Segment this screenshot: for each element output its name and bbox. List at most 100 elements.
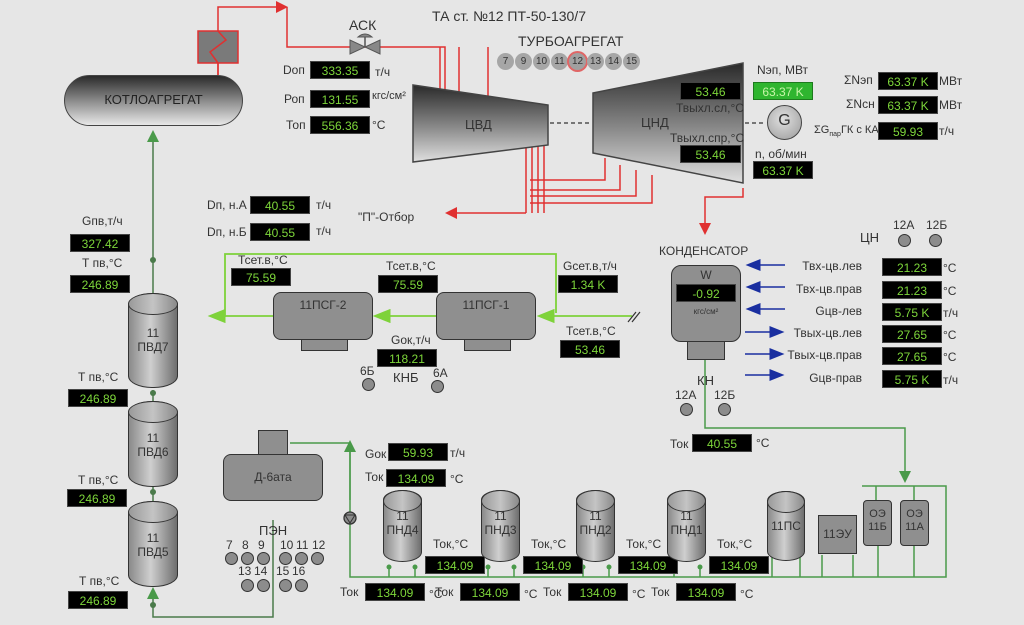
cw-unit: т/ч (943, 373, 959, 387)
speed-label: n, об/мин (755, 147, 807, 161)
network-heater-2-base (301, 339, 348, 351)
lp-heater-num: 11 (396, 509, 409, 524)
knb-flow-value: 118.21 (377, 349, 437, 367)
cn-pump-12b-icon[interactable] (929, 234, 942, 247)
lp-bottom-temp-value: 134.09 (460, 583, 520, 601)
feedwater-temp-value-7: 246.89 (70, 275, 130, 293)
feedwater-temp-label-6: Т пв,°С (78, 370, 119, 384)
lp-bottom-temp-value: 134.09 (676, 583, 736, 601)
eu-label: 11ЭУ (823, 527, 852, 541)
condenser-w-label: W (700, 268, 712, 282)
lp-heater-out-temp-value: 134.09 (425, 556, 485, 574)
knb-flow-label: Gок,т/ч (391, 333, 431, 347)
generator-symbol: G (778, 112, 791, 129)
sum-g-suffix: ГК с КА (840, 124, 879, 136)
steam-pressure-label: Роп (284, 92, 305, 106)
hp-cylinder-label: ЦВД (465, 117, 492, 132)
lp-bottom-temp-unit: °С (740, 587, 754, 601)
net-flow-value: 1.34 K (558, 275, 618, 293)
cw-unit: °С (943, 284, 957, 298)
cn-pump-12a-icon[interactable] (898, 234, 911, 247)
pump-6b-icon[interactable] (362, 378, 375, 391)
pen-pump-16-icon[interactable] (295, 579, 308, 592)
lp-bottom-temp-label: Ток (435, 585, 454, 599)
lp-flow-label: Gок (365, 447, 387, 461)
exhaust-temp-left-value: 53.46 (680, 82, 741, 100)
net-temp-out-label: Тсет.в,°С (238, 253, 288, 267)
pen-pump-15-icon[interactable] (279, 579, 292, 592)
knb-label: КНБ (393, 370, 419, 385)
sum-g-main: ΣG (814, 124, 830, 136)
steam-flow-unit: т/ч (375, 65, 391, 79)
main-steam-line (217, 1, 744, 235)
condenser-vacuum-value: -0.92 (676, 284, 736, 302)
cw-label: Твх-цв.лев (802, 259, 862, 273)
feedwater-temp-value-6: 246.89 (68, 389, 128, 407)
condensate-temp-label: Ток (670, 437, 689, 451)
exhaust-temp-right-value: 53.46 (680, 145, 741, 163)
pen-pump-14-icon[interactable] (257, 579, 270, 592)
unit-button-9[interactable]: 9 (515, 53, 532, 70)
unit-button-12[interactable]: 12 (569, 53, 586, 70)
net-flow-label: Gсет.в,т/ч (563, 259, 617, 273)
steam-temp-value: 556.36 (310, 116, 370, 134)
sum-nsn-label: ΣNсн (846, 97, 875, 111)
boiler[interactable]: КОТЛОАГРЕГАТ (64, 75, 243, 126)
unit-button-7[interactable]: 7 (497, 53, 514, 70)
deaerator[interactable]: Д-6ата (223, 454, 323, 501)
unit-button-14[interactable]: 14 (605, 53, 622, 70)
unit-button-11[interactable]: 11 (551, 53, 568, 70)
unit-button-15[interactable]: 15 (623, 53, 640, 70)
net-temp-mid-value: 75.59 (378, 275, 438, 293)
superheater (197, 30, 239, 64)
hp-heater-name: ПВД5 (137, 544, 169, 559)
condensate-temp-unit: °С (756, 436, 770, 450)
network-heater-1[interactable]: 11ПСГ-1 (436, 292, 536, 340)
pen-pump-12-icon[interactable] (311, 552, 324, 565)
pen-pump-9-icon[interactable] (257, 552, 270, 565)
feedwater-temp-label-out: Т пв,°С (79, 574, 120, 588)
ask-valve-icon[interactable] (349, 33, 381, 55)
cw-value: 27.65 (882, 347, 942, 365)
condensate-temp-value: 40.55 (692, 434, 752, 452)
hp-heater-num: 11 (146, 325, 160, 340)
cn-pump-12a-label: 12А (893, 218, 915, 232)
cw-unit: т/ч (943, 306, 959, 320)
pen-pump-8-icon[interactable] (241, 552, 254, 565)
ps-heater-label: 11ПС (771, 519, 801, 534)
net-temp-out-value: 75.59 (231, 268, 291, 286)
cw-label: Твых-цв.лев (793, 326, 862, 340)
unit-button-13[interactable]: 13 (587, 53, 604, 70)
condenser[interactable]: W -0.92 кгс/см² (671, 265, 741, 342)
pump-6a-icon[interactable] (431, 380, 444, 393)
network-heater-2[interactable]: 11ПСГ-2 (273, 292, 373, 340)
cw-label: Твх-цв.прав (796, 282, 862, 296)
lp-heater-name: ПНД2 (579, 523, 612, 538)
sum-nep-value: 63.37 K (878, 72, 938, 90)
lp-bottom-temp-label: Ток (651, 585, 670, 599)
kn-pump-12a-icon[interactable] (680, 403, 693, 416)
pen-label: ПЭН (259, 523, 288, 538)
extraction-b-label: Dп, н.Б (207, 225, 247, 239)
unit-button-10[interactable]: 10 (533, 53, 550, 70)
ps-heater[interactable]: 11ПС (767, 491, 805, 561)
pen-pump-13-icon[interactable] (241, 579, 254, 592)
eu-unit[interactable]: 11ЭУ (818, 515, 857, 554)
pen-pump-11-icon[interactable] (295, 552, 308, 565)
condenser-hotwell (687, 341, 725, 360)
cw-value: 5.75 K (882, 370, 942, 388)
kn-pump-12b-icon[interactable] (718, 403, 731, 416)
pen-pump-10-icon[interactable] (279, 552, 292, 565)
lp-heater-name: ПНД1 (670, 523, 703, 538)
network-heater-2-label: 11ПСГ-2 (299, 298, 347, 312)
pen-pump-7-icon[interactable] (225, 552, 238, 565)
